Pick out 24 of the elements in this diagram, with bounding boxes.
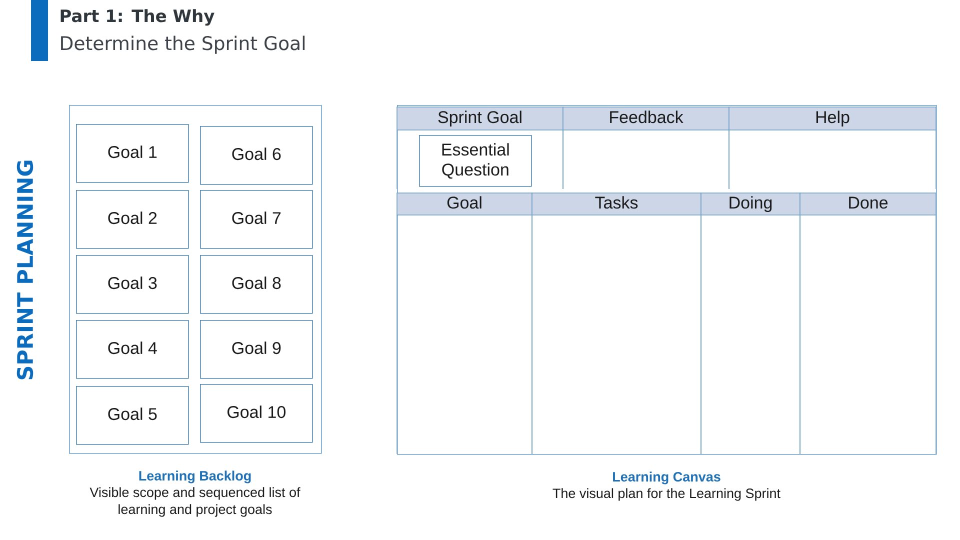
goal-card: Goal 2	[76, 190, 189, 249]
board-column: Goal	[396, 192, 532, 454]
board-column: Doing	[700, 192, 800, 454]
board-column: Help	[728, 106, 936, 190]
goal-card: Goal 4	[76, 320, 189, 379]
side-title: SPRINT PLANNING	[16, 160, 34, 380]
board-column: Done	[800, 192, 936, 454]
panel-title: Learning Backlog	[139, 470, 251, 484]
panel-description: Visible scope and sequenced list of learning and project goals	[90, 487, 300, 517]
panel-description: The visual plan for the Learning Sprint	[552, 488, 780, 501]
goal-card: Goal 8	[200, 255, 313, 314]
goal-card: Goal 10	[200, 384, 313, 443]
board-column: Tasks	[532, 192, 702, 454]
question-card: Essential Question	[419, 135, 532, 187]
goal-card: Goal 1	[76, 124, 189, 183]
panel-title: Learning Canvas	[613, 472, 720, 484]
goal-card: Goal 6	[200, 126, 313, 185]
subtitle: Determine the Sprint Goal	[61, 36, 305, 54]
goal-card: Goal 5	[76, 386, 189, 445]
board-column: Feedback	[562, 106, 730, 190]
title: Part 1: The Why	[60, 9, 214, 26]
goal-card: Goal 7	[200, 190, 313, 249]
goal-card: Goal 3	[76, 255, 189, 314]
goal-card: Goal 9	[200, 320, 313, 379]
